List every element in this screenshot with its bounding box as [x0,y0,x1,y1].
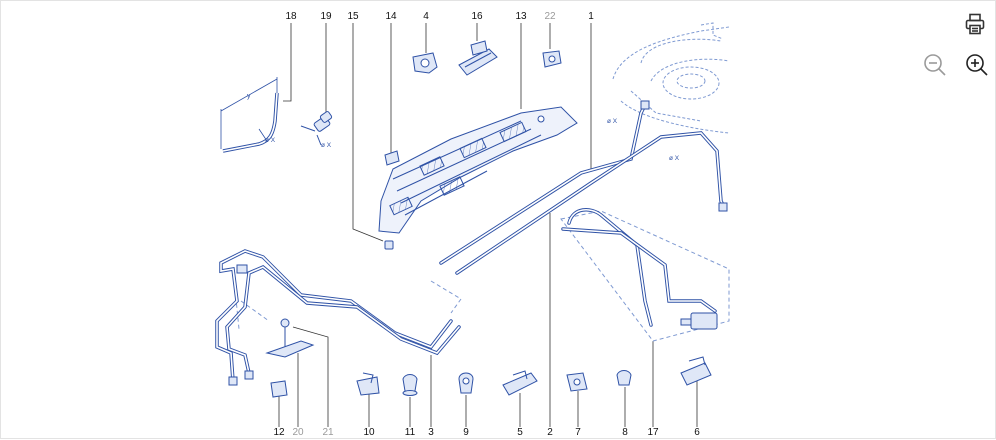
callout-19[interactable]: 19 [320,11,332,22]
part-12-grommet [270,380,288,398]
callout-8[interactable]: 8 [622,427,628,438]
part-17-pipe [561,208,718,330]
part-7-clip [566,372,588,392]
callout-5[interactable]: 5 [517,427,523,438]
dimension-dia-label-1a: ø X [607,118,618,125]
print-button[interactable] [961,10,989,38]
part-9-clip [458,372,474,394]
part-16-clip [458,40,498,76]
callout-11[interactable]: 11 [404,427,416,438]
part-10-clip [356,372,380,396]
callout-17[interactable]: 17 [647,427,659,438]
dashed-connectors [232,210,730,342]
zoom-in-icon [966,54,988,76]
part-19-connector [300,111,333,146]
dimension-dia-label-1b: ø X [669,155,680,162]
callout-7[interactable]: 7 [575,427,581,438]
callout-15[interactable]: 15 [347,11,359,22]
callout-21[interactable]: 21 [322,427,334,438]
callout-22[interactable]: 22 [544,11,556,22]
callout-18[interactable]: 18 [285,11,297,22]
leader-lines [278,23,698,427]
callout-13[interactable]: 13 [515,11,527,22]
engine-bay-outline [612,22,730,134]
part-13-heat-shield [378,106,578,234]
callout-3[interactable]: 3 [428,427,434,438]
part-8-clip [616,370,632,386]
callout-10[interactable]: 10 [363,427,375,438]
callout-2[interactable]: 2 [547,427,553,438]
callout-12[interactable]: 12 [273,427,285,438]
part-22-clip [542,50,562,68]
zoom-out-button[interactable] [921,51,949,79]
callout-14[interactable]: 14 [385,11,397,22]
zoom-in-button[interactable] [963,51,991,79]
printer-icon [965,13,985,35]
part-20-bracket [265,318,315,358]
dimension-dia-label-19: ø X [321,142,332,149]
part-6-clip [680,356,712,386]
part-15-nut [384,240,394,250]
callout-1[interactable]: 1 [588,11,594,22]
part-1-pipe [439,100,728,275]
part-14-clip [384,150,400,166]
dimension-dia-label-18: ø X [265,137,276,144]
callout-16[interactable]: 16 [471,11,483,22]
callout-6[interactable]: 6 [694,427,700,438]
part-3-pipe-bundle [215,249,461,386]
part-5-clip [502,370,538,396]
dimension-y-label: y [247,93,251,100]
part-4-clip [412,52,438,74]
part-11-clip [402,374,418,396]
part-18-pipe [220,77,279,153]
callout-20[interactable]: 20 [292,427,304,438]
zoom-out-icon [924,54,946,76]
callout-9[interactable]: 9 [463,427,469,438]
callout-4[interactable]: 4 [423,11,429,22]
